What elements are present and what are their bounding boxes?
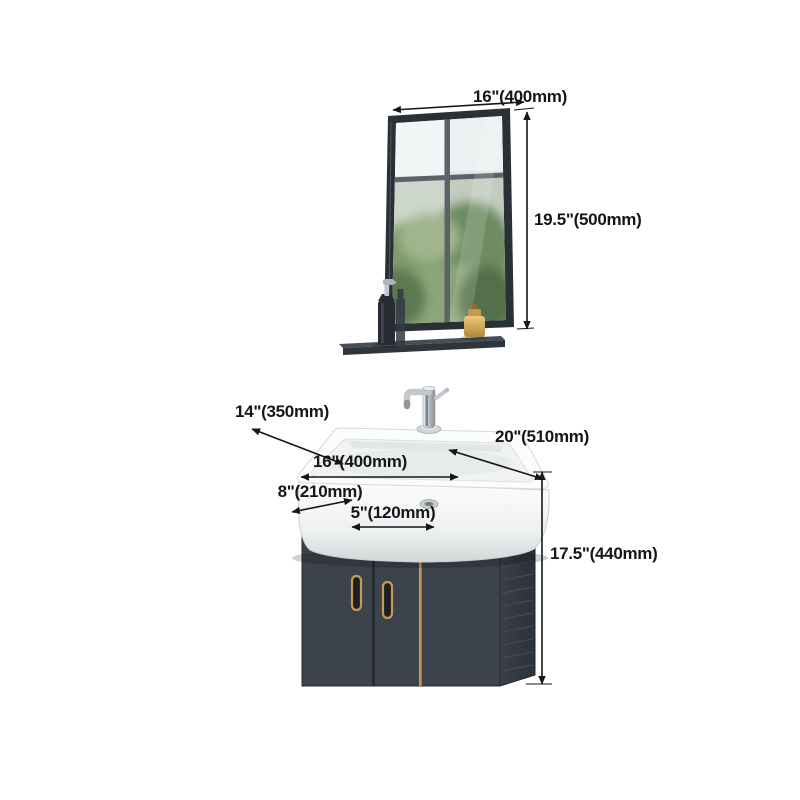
dim-arrow-sink-width xyxy=(448,448,544,481)
dim-label-basin-width: 16"(400mm) xyxy=(313,452,407,471)
dim-label-sink-depth: 14"(350mm) xyxy=(235,402,329,421)
dim-arrow-sink-depth xyxy=(251,428,344,465)
door-handle-right xyxy=(381,580,394,620)
dimension-annotations xyxy=(251,98,552,685)
dim-arrow-basin-depth xyxy=(291,497,353,515)
soap-dispenser xyxy=(378,279,405,345)
dim-label-basin-depth: 8"(210mm) xyxy=(277,482,363,501)
dim-label-mirror-width: 16"(400mm) xyxy=(473,87,567,106)
window-muntins xyxy=(392,116,506,324)
mirror xyxy=(384,108,514,332)
dim-label-drain-offset: 5"(120mm) xyxy=(350,503,436,522)
gold-dispenser xyxy=(464,304,485,337)
dim-label-mirror-height: 19.5"(500mm) xyxy=(534,210,642,229)
dim-label-sink-width: 20"(510mm) xyxy=(495,427,589,446)
dim-arrow-mirror-width xyxy=(392,98,525,114)
gold-trim-stripe xyxy=(419,515,422,686)
mirror-sheen xyxy=(448,116,504,324)
drain xyxy=(419,499,439,509)
door-handle-left xyxy=(350,574,363,612)
dim-label-cabinet-height: 17.5"(440mm) xyxy=(550,544,658,563)
faucet xyxy=(403,385,450,434)
